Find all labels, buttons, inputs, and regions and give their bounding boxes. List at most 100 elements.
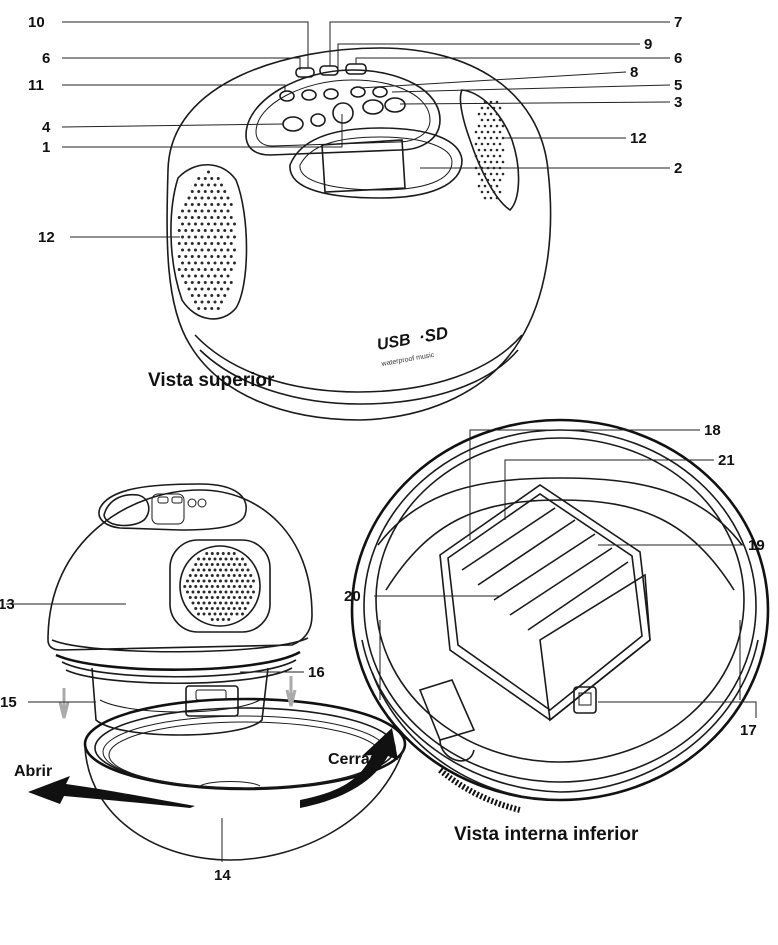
grill-hole <box>229 242 233 245</box>
grill-hole <box>177 242 181 245</box>
grill-hole <box>197 568 200 572</box>
inner-view-title: Vista interna inferior <box>454 824 639 845</box>
grill-hole <box>223 242 227 245</box>
grill-hole <box>230 601 233 605</box>
grill-hole <box>187 248 191 252</box>
grill-hole <box>203 216 207 219</box>
grill-hole <box>199 574 203 577</box>
grill-hole <box>205 574 209 577</box>
grill-hole <box>230 568 233 572</box>
grill-hole <box>489 196 493 200</box>
grill-hole <box>216 574 220 577</box>
grill-hole <box>243 596 247 599</box>
grill-hole <box>187 222 191 226</box>
grill-hole <box>207 196 210 200</box>
grill-hole <box>210 190 214 193</box>
grill-hole <box>203 190 207 193</box>
grill-hole <box>498 142 502 146</box>
grill-hole <box>495 100 499 104</box>
grill-hole <box>477 112 481 116</box>
grill-hole <box>205 563 209 566</box>
grill-hole <box>238 574 242 577</box>
grill-hole <box>203 255 207 258</box>
grill-hole <box>246 568 250 572</box>
grill-hole <box>233 248 236 252</box>
callout-12-right: 12 <box>630 130 647 147</box>
callout-6-left: 6 <box>42 50 50 67</box>
grill-hole <box>197 601 200 605</box>
grill-hole <box>202 579 206 583</box>
grill-hole <box>221 585 225 588</box>
grill-hole <box>220 196 223 200</box>
grill-hole <box>483 112 487 116</box>
grill-hole <box>213 557 217 561</box>
grill-hole <box>187 209 191 213</box>
grill-hole <box>220 300 223 304</box>
grill-hole <box>184 229 188 232</box>
grill-hole <box>216 255 220 258</box>
grill-hole <box>190 255 194 258</box>
grill-hole <box>243 607 247 610</box>
grill-hole <box>197 557 200 561</box>
down-arrow-right <box>285 676 297 707</box>
grill-hole <box>226 196 230 200</box>
grill-hole <box>232 596 236 599</box>
grill-hole <box>226 287 230 291</box>
grill-hole <box>219 601 222 605</box>
grill-hole <box>480 178 484 182</box>
grill-hole <box>226 261 230 265</box>
grill-hole <box>199 596 203 599</box>
grill-hole <box>210 242 214 245</box>
grill-hole <box>190 229 194 232</box>
grill-hole <box>184 255 188 258</box>
grill-hole <box>495 196 499 200</box>
callout-5: 5 <box>674 77 682 94</box>
callout-16: 16 <box>308 664 325 681</box>
grill-hole <box>207 300 210 304</box>
callout-15: 15 <box>0 694 17 711</box>
grill-hole <box>190 294 194 297</box>
grill-hole <box>208 601 211 605</box>
grill-hole <box>480 106 484 110</box>
grill-hole <box>184 281 188 284</box>
grill-hole <box>241 601 244 605</box>
grill-hole <box>486 106 490 110</box>
grill-hole <box>197 281 201 284</box>
grill-hole <box>181 209 184 213</box>
grill-hole <box>186 590 189 594</box>
grill-hole <box>224 601 228 605</box>
grill-hole <box>213 300 217 304</box>
grill-hole <box>227 618 231 621</box>
grill-hole <box>194 222 197 226</box>
grill-hole <box>243 585 247 588</box>
grill-hole <box>486 118 490 122</box>
grill-hole <box>197 590 200 594</box>
waterproof-music-text: waterproof music <box>380 352 435 368</box>
grill-hole <box>197 255 201 258</box>
grill-hole <box>200 261 204 265</box>
grill-hole <box>207 222 210 226</box>
grill-hole <box>474 130 478 134</box>
grill-hole <box>208 612 211 616</box>
leader-lines <box>6 21 757 862</box>
grill-hole <box>181 222 184 226</box>
callout-12-left: 12 <box>38 229 55 246</box>
grill-hole <box>483 196 487 200</box>
grill-hole <box>219 612 222 616</box>
grill-hole <box>197 579 200 583</box>
grill-hole <box>235 612 239 616</box>
grill-hole <box>220 235 223 239</box>
grill-hole <box>207 248 210 252</box>
grill-hole <box>501 172 505 176</box>
grill-hole <box>480 190 484 194</box>
grill-hole <box>216 563 220 566</box>
grill-hole <box>477 124 481 128</box>
grill-hole <box>227 596 231 599</box>
grill-hole <box>492 106 496 110</box>
grill-hole <box>221 574 225 577</box>
grill-hole <box>203 307 207 310</box>
grill-hole <box>208 557 211 561</box>
grill-hole <box>474 154 478 158</box>
grill-hole <box>483 184 487 188</box>
grill-hole <box>492 130 496 134</box>
